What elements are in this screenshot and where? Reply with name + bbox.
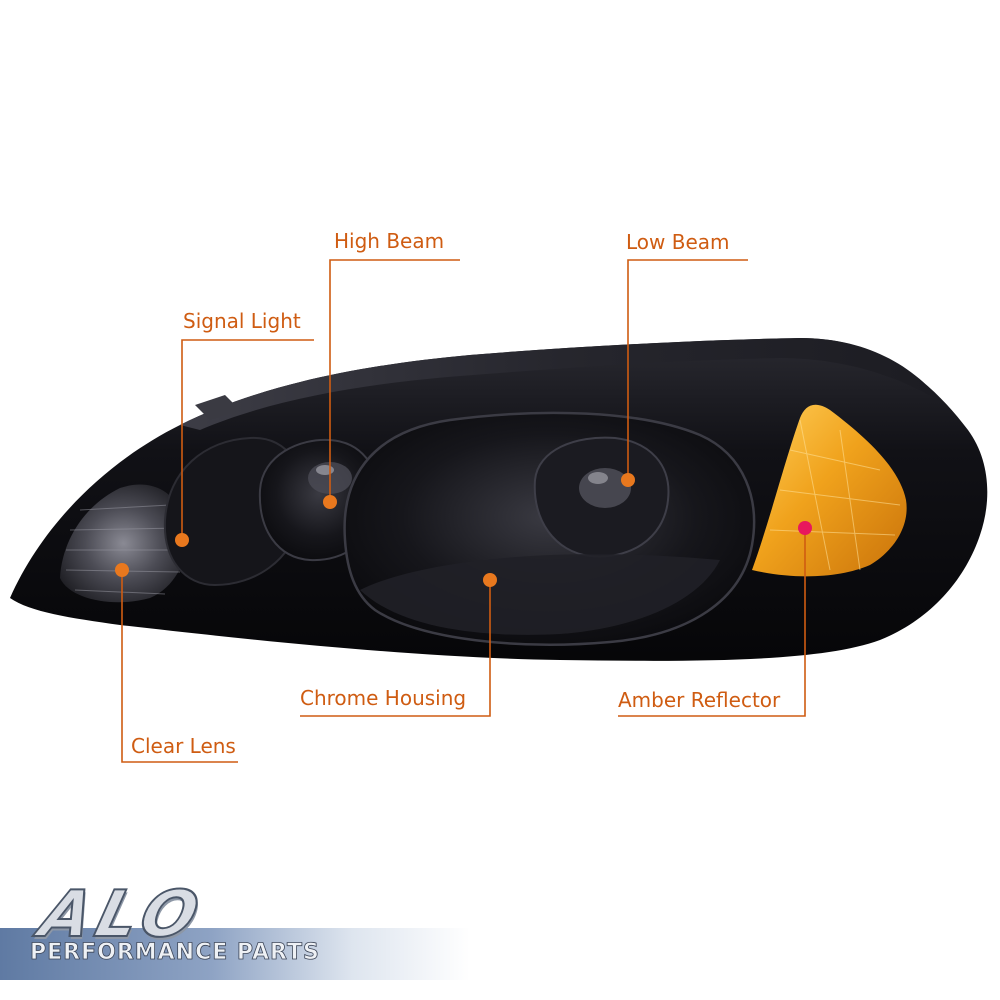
callout-line-low-beam xyxy=(627,259,748,478)
callout-line-signal-light xyxy=(181,339,314,540)
label-clear-lens: Clear Lens xyxy=(131,734,236,758)
callout-dots xyxy=(115,473,812,587)
callout-dot-icon xyxy=(798,521,812,535)
low-beam-glint xyxy=(588,472,608,484)
logo-band xyxy=(0,928,470,980)
callout-line-high-beam xyxy=(329,259,460,500)
logo-mark: ALO PERFORMANCE PARTS xyxy=(0,877,520,990)
label-low-beam: Low Beam xyxy=(626,230,730,254)
clear-lens xyxy=(60,484,187,603)
low-beam-bulb xyxy=(579,468,631,508)
callout-dot-icon xyxy=(621,473,635,487)
label-signal-light: Signal Light xyxy=(183,309,301,333)
callout-dot-icon xyxy=(483,573,497,587)
label-high-beam: High Beam xyxy=(334,229,445,253)
housing-top-rim xyxy=(180,338,945,430)
callout-line-chrome-housing xyxy=(300,580,491,717)
amber-reflector-facets xyxy=(769,419,901,571)
callout-dot-icon xyxy=(323,495,337,509)
high-beam-glint xyxy=(316,465,334,475)
label-amber-reflector: Amber Reflector xyxy=(618,688,781,712)
callout-lines xyxy=(121,259,806,763)
callout-line-amber-reflector xyxy=(618,530,806,717)
callout-dot-icon xyxy=(175,533,189,547)
logo-subtitle: PERFORMANCE PARTS xyxy=(30,940,320,966)
callout-dot-icon xyxy=(115,563,129,577)
lens-sheen xyxy=(360,554,720,635)
label-chrome-housing: Chrome Housing xyxy=(300,686,467,710)
callout-line-clear-lens xyxy=(121,568,238,763)
mounting-tab xyxy=(195,395,240,420)
